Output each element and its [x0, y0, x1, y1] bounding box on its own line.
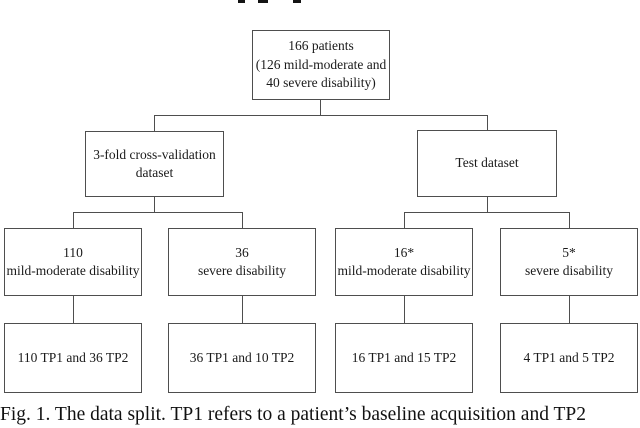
box-test-mild-timepoints: 16 TP1 and 15 TP2 — [335, 323, 473, 393]
box-cv-severe: 36 severe disability — [168, 228, 316, 296]
connector-drop-test-severe — [569, 212, 570, 228]
box-total-patients: 166 patients (126 mild-moderate and 40 s… — [252, 30, 390, 100]
connector-root-crossbar — [154, 115, 488, 116]
connector-drop-cv-severe — [242, 212, 243, 228]
box-cv-line2: dataset — [135, 165, 174, 180]
connector-test-stem — [487, 197, 488, 212]
connector-cv-severe-tp — [242, 296, 243, 323]
connector-drop-cv — [154, 115, 155, 131]
box-test-severe: 5* severe disability — [500, 228, 638, 296]
box-cross-validation-dataset: 3-fold cross-validation dataset — [85, 131, 224, 197]
cropped-text-descender — [293, 0, 301, 3]
box-cv-severe-tp-text: 36 TP1 and 10 TP2 — [189, 349, 295, 365]
box-total-patients-line3: 40 severe disability) — [266, 75, 376, 91]
box-cv-severe-label: severe disability — [197, 263, 287, 278]
connector-root-stem — [320, 100, 321, 115]
box-cv-mild-moderate: 110 mild-moderate disability — [4, 228, 142, 296]
box-test-dataset: Test dataset — [417, 130, 557, 197]
connector-cv-mild-tp — [73, 296, 74, 323]
box-test-mild-tp-text: 16 TP1 and 15 TP2 — [351, 349, 457, 365]
cropped-text-descender — [238, 0, 245, 3]
connector-test-crossbar — [404, 212, 570, 213]
cropped-text-descender — [258, 0, 268, 3]
box-total-patients-line1: 166 patients — [288, 38, 354, 54]
box-test-severe-tp-text: 4 TP1 and 5 TP2 — [523, 349, 615, 365]
connector-test-severe-tp — [569, 296, 570, 323]
connector-drop-cv-mild — [73, 212, 74, 228]
box-test-severe-count: 5* — [562, 244, 576, 260]
box-cv-severe-timepoints: 36 TP1 and 10 TP2 — [168, 323, 316, 393]
box-test-severe-label: severe disability — [524, 263, 614, 278]
box-cv-mild-label: mild-moderate disability — [6, 263, 140, 278]
box-cv-line1: 3-fold cross-validation — [93, 146, 216, 162]
connector-test-mild-tp — [404, 296, 405, 323]
box-test-mild-label: mild-moderate disability — [337, 263, 471, 278]
box-cv-mild-tp-text: 110 TP1 and 36 TP2 — [17, 349, 129, 365]
box-total-patients-line2: (126 mild-moderate and — [255, 56, 387, 72]
box-test-severe-timepoints: 4 TP1 and 5 TP2 — [500, 323, 638, 393]
figure-caption: Fig. 1. The data split. TP1 refers to a … — [0, 404, 586, 425]
box-test-mild-count: 16* — [393, 244, 415, 260]
connector-drop-test-mild — [404, 212, 405, 228]
box-cv-mild-timepoints: 110 TP1 and 36 TP2 — [4, 323, 142, 393]
connector-cv-crossbar — [73, 212, 242, 213]
box-cv-severe-count: 36 — [235, 244, 249, 260]
box-cv-mild-count: 110 — [63, 244, 83, 260]
box-test-line1: Test dataset — [455, 155, 519, 171]
connector-cv-stem — [154, 197, 155, 212]
connector-drop-test — [487, 115, 488, 130]
box-test-mild-moderate: 16* mild-moderate disability — [335, 228, 473, 296]
